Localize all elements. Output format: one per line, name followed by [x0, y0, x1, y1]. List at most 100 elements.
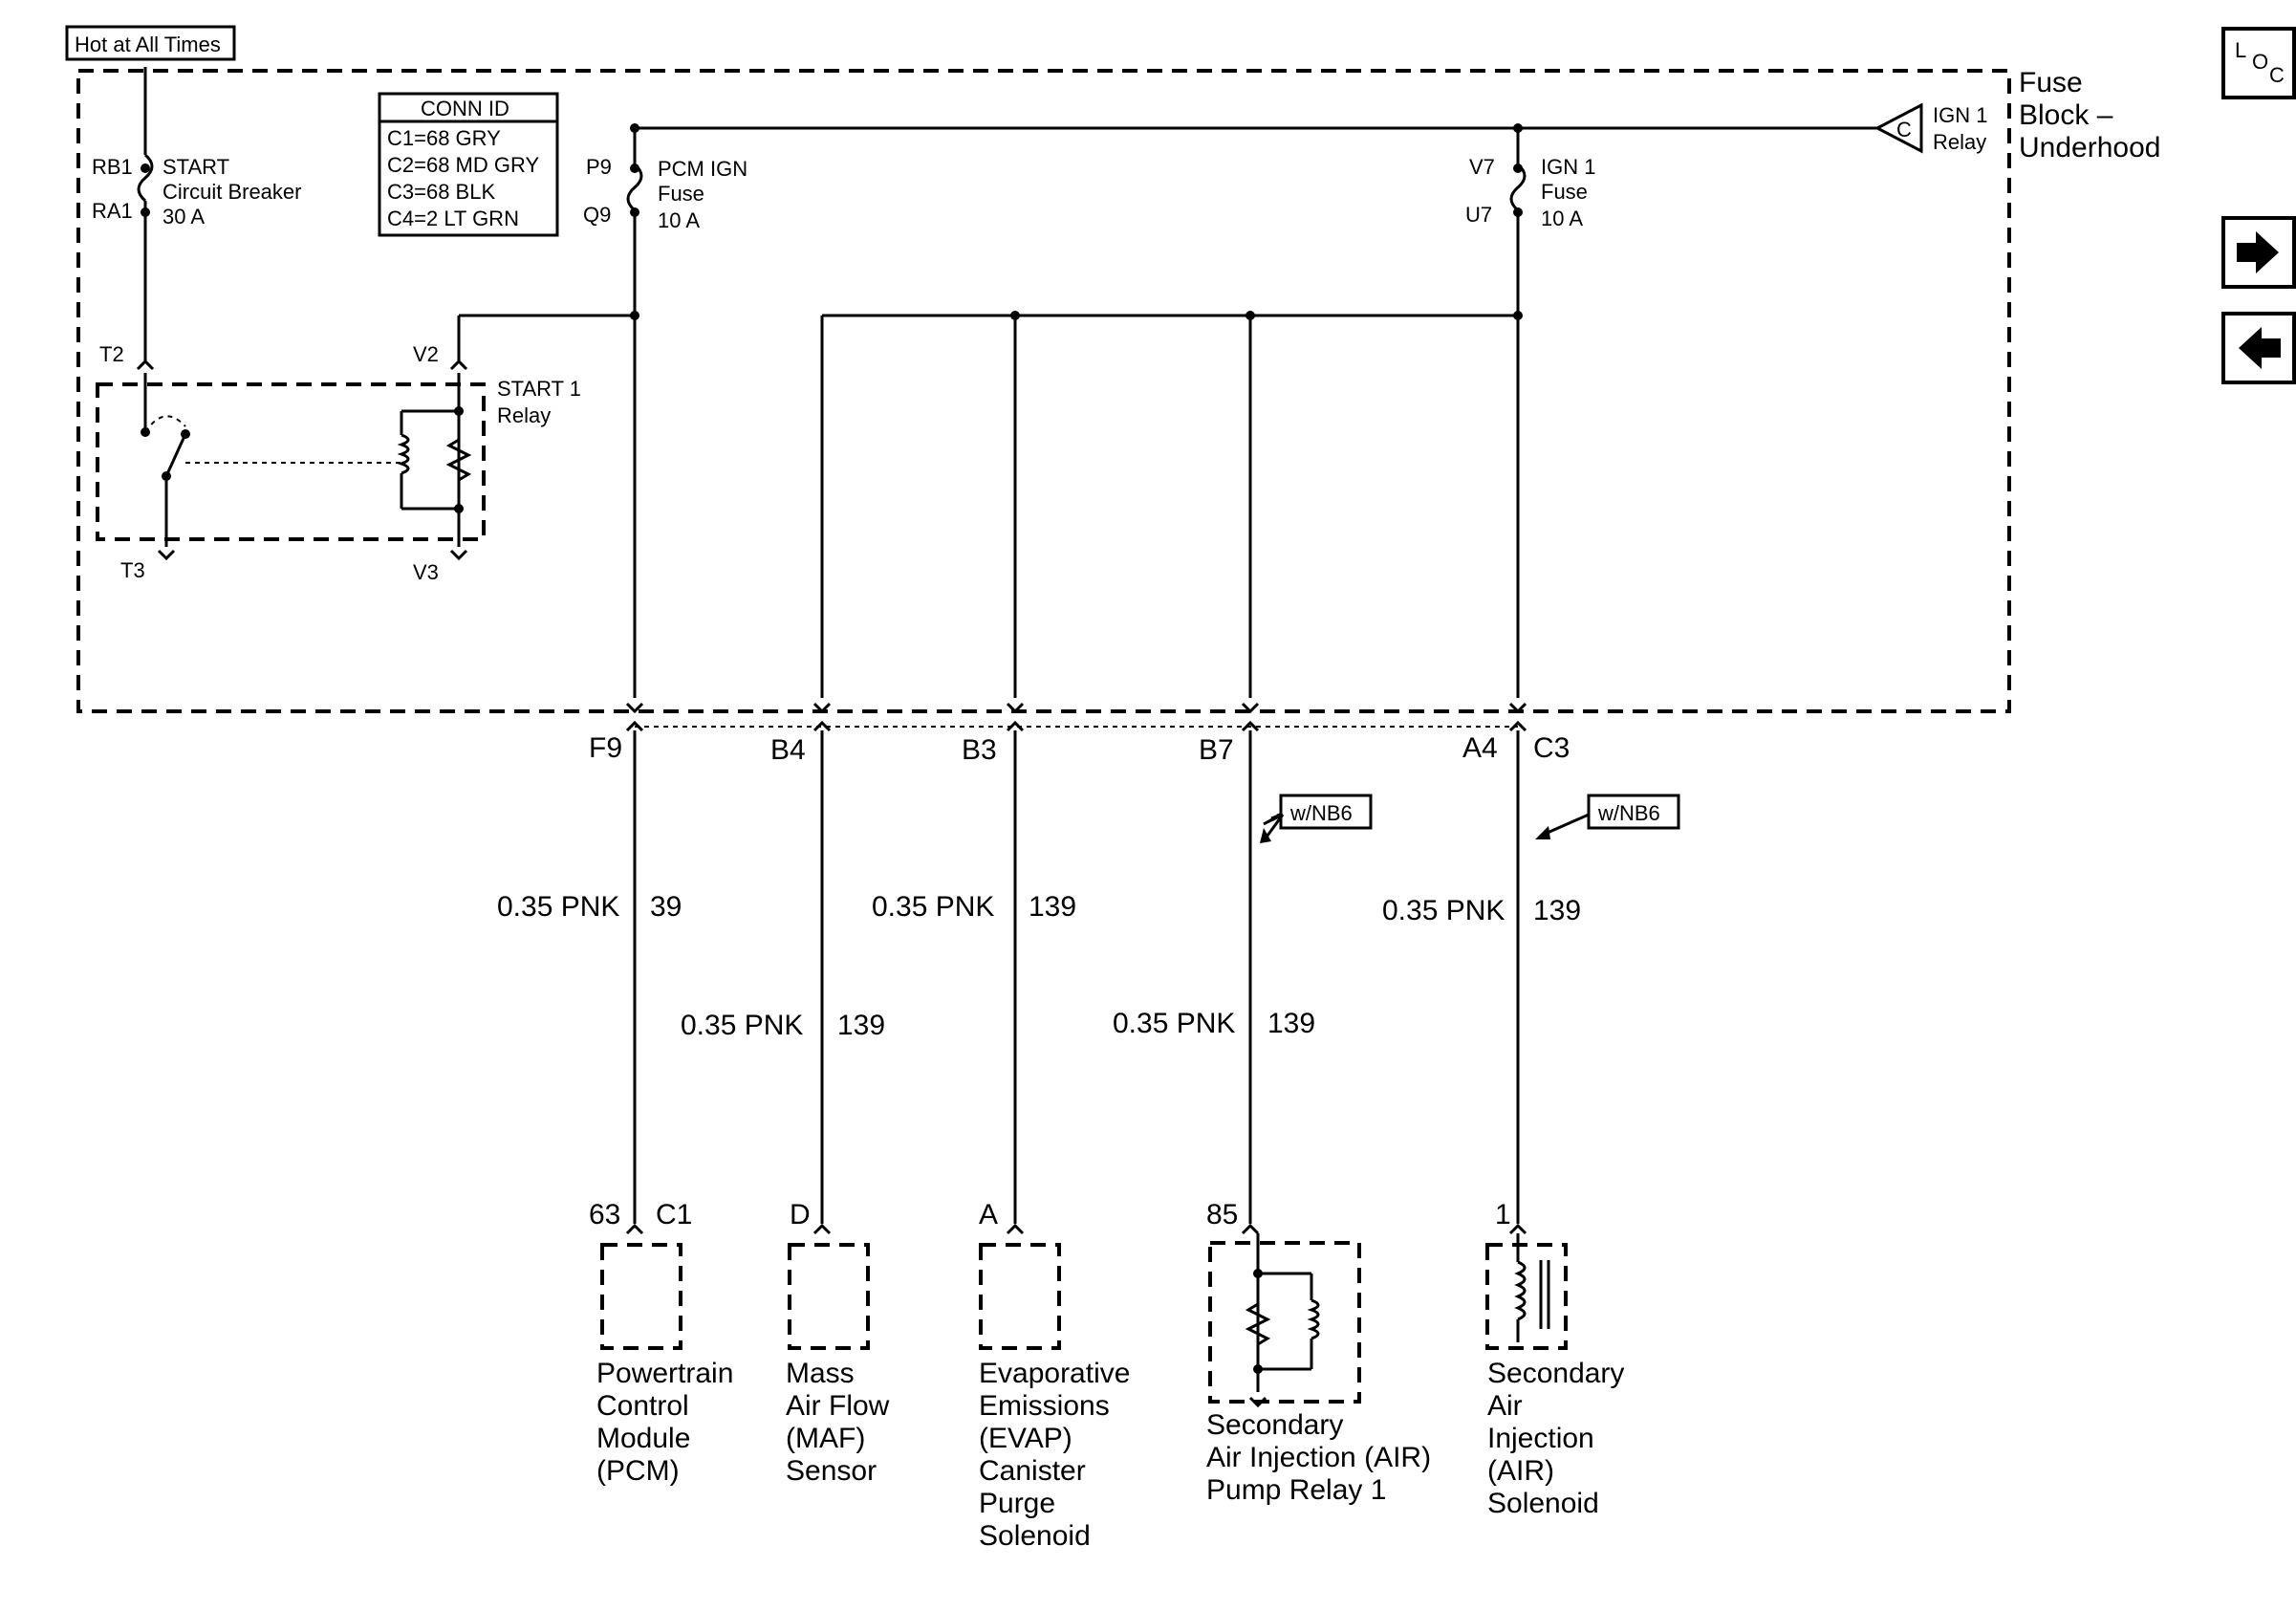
pcm-label-line: Control [596, 1390, 689, 1422]
pcm-label-line: Module [596, 1423, 690, 1454]
wire-gauge-label: 0.35 PNK [681, 1010, 803, 1041]
svg-text:C: C [2269, 63, 2285, 87]
fuse-block-line1: Fuse [2019, 67, 2083, 98]
pcm-fuse-pin-top: P9 [586, 155, 612, 179]
fuse-block-line3: Underhood [2019, 132, 2160, 163]
start1-relay-line1: START 1 [497, 377, 581, 401]
fuse-block-outline [76, 69, 2011, 713]
connector-b3: B3 [962, 734, 997, 766]
connector-f9: F9 [589, 732, 622, 764]
maf-label-line: Sensor [786, 1455, 877, 1487]
air-relay-label-line: Air Injection (AIR) [1206, 1442, 1431, 1473]
conn-id-title: CONN ID [421, 97, 509, 120]
ign1-fuse-pin-bottom: U7 [1465, 203, 1492, 227]
relay-pin-v2: V2 [413, 342, 439, 366]
fuse-block-exit-connectors [625, 702, 1527, 732]
evap-label-line: Evaporative [979, 1358, 1130, 1389]
next-page-button[interactable] [2221, 216, 2296, 289]
air-relay-pin: 85 [1206, 1199, 1238, 1230]
pcm-fuse-line3: 10 A [658, 208, 700, 232]
breaker-pin-bottom: RA1 [92, 199, 133, 223]
connector-b4: B4 [770, 734, 806, 766]
air-solenoid-label-line: (AIR) [1487, 1455, 1554, 1487]
ign1-relay-letter: C [1896, 118, 1912, 142]
relay-pin-v3: V3 [413, 560, 439, 584]
ign1-relay-line1: IGN 1 [1933, 103, 1987, 127]
maf-label: Mass Air Flow (MAF) Sensor [786, 1358, 890, 1487]
ign1-relay-line2: Relay [1933, 130, 1986, 154]
maf-symbol [788, 1243, 870, 1350]
breaker-label-line2: Circuit Breaker [162, 180, 301, 204]
air-solenoid-symbol [1485, 1233, 1568, 1350]
evap-label: Evaporative Emissions (EVAP) Canister Pu… [979, 1358, 1130, 1552]
air-relay-label-line: Secondary [1206, 1409, 1343, 1441]
option-tag-text: w/NB6 [1289, 801, 1353, 825]
loc-button[interactable]: L O C [2221, 27, 2296, 99]
ign1-relay-connector: C IGN 1 Relay [1874, 102, 1987, 154]
wire-gauge-label: 0.35 PNK [497, 891, 619, 923]
connector-c3: C3 [1533, 732, 1570, 764]
conn-id-row: C2=68 MD GRY [387, 153, 539, 177]
air-solenoid-label-line: Injection [1487, 1423, 1594, 1454]
pcm-symbol [600, 1243, 682, 1350]
wire-circuit-label: 39 [650, 891, 682, 923]
connector-b7: B7 [1199, 734, 1234, 766]
wire-circuit-label: 139 [1267, 1008, 1315, 1039]
option-tag-nb6: w/NB6 [1535, 794, 1680, 839]
loc-icon: L O C [2235, 38, 2285, 87]
air-relay-label-line: Pump Relay 1 [1206, 1474, 1386, 1506]
splice-dot [630, 311, 639, 320]
svg-text:L: L [2235, 38, 2246, 62]
air-relay-label: Secondary Air Injection (AIR) Pump Relay… [1206, 1409, 1431, 1506]
conn-id-row: C3=68 BLK [387, 180, 495, 204]
breaker-label-line1: START [162, 155, 229, 179]
fuse-block-line2: Block – [2019, 99, 2113, 131]
evap-label-line: (EVAP) [979, 1423, 1072, 1454]
wire-circuit-label: 139 [1029, 891, 1076, 923]
ign1-fuse-line2: Fuse [1541, 180, 1588, 204]
connector-a4: A4 [1462, 732, 1498, 764]
pcm-label-line: Powertrain [596, 1358, 733, 1389]
breaker-label-line3: 30 A [162, 205, 205, 229]
evap-label-line: Solenoid [979, 1520, 1091, 1552]
pcm-label: Powertrain Control Module (PCM) [596, 1358, 733, 1487]
conn-id-row: C4=2 LT GRN [387, 207, 519, 230]
ign1-fuse-pin-top: V7 [1469, 155, 1495, 179]
svg-text:O: O [2252, 50, 2268, 74]
pcm-fuse-pin-bottom: Q9 [583, 203, 611, 227]
air-solenoid-label-line: Air [1487, 1390, 1523, 1422]
pcm-ign-fuse: P9 Q9 PCM IGN Fuse 10 A [583, 128, 747, 698]
pcm-connector: C1 [656, 1199, 692, 1230]
air-solenoid-pin: 1 [1495, 1199, 1511, 1230]
option-tag-text: w/NB6 [1597, 801, 1660, 825]
maf-label-line: (MAF) [786, 1423, 865, 1454]
evap-pin: A [979, 1199, 998, 1230]
arrow-left-icon [2239, 327, 2281, 369]
arrow-right-icon [2237, 231, 2279, 273]
start1-relay-line2: Relay [497, 403, 551, 427]
option-tag-nb6: w/NB6 [1260, 794, 1373, 843]
air-solenoid-label-line: Secondary [1487, 1358, 1624, 1389]
ign1-fuse-line1: IGN 1 [1541, 155, 1595, 179]
air-solenoid-label: Secondary Air Injection (AIR) Solenoid [1487, 1358, 1624, 1519]
evap-symbol [979, 1243, 1061, 1350]
component-terminals [625, 1223, 1527, 1235]
wire-circuit-label: 139 [837, 1010, 885, 1041]
air-solenoid-label-line: Solenoid [1487, 1488, 1599, 1519]
relay-pin-t2: T2 [99, 342, 124, 366]
wire-gauge-label: 0.35 PNK [1382, 895, 1505, 926]
evap-label-line: Canister [979, 1455, 1086, 1487]
conn-id-table: CONN ID C1=68 GRY C2=68 MD GRY C3=68 BLK… [378, 92, 559, 237]
breaker-pin-top: RB1 [92, 155, 133, 179]
pcm-fuse-line2: Fuse [658, 182, 704, 206]
wire-circuit-label: 139 [1533, 895, 1581, 926]
previous-page-button[interactable] [2221, 312, 2296, 384]
relay-pin-t3: T3 [120, 558, 145, 582]
pcm-label-line: (PCM) [596, 1455, 680, 1487]
hot-at-all-times-text: Hot at All Times [75, 33, 221, 56]
pcm-pin: 63 [589, 1199, 620, 1230]
air-relay-symbol [1208, 1233, 1361, 1408]
conn-id-row: C1=68 GRY [387, 126, 501, 150]
ign1-fuse-line3: 10 A [1541, 207, 1583, 230]
